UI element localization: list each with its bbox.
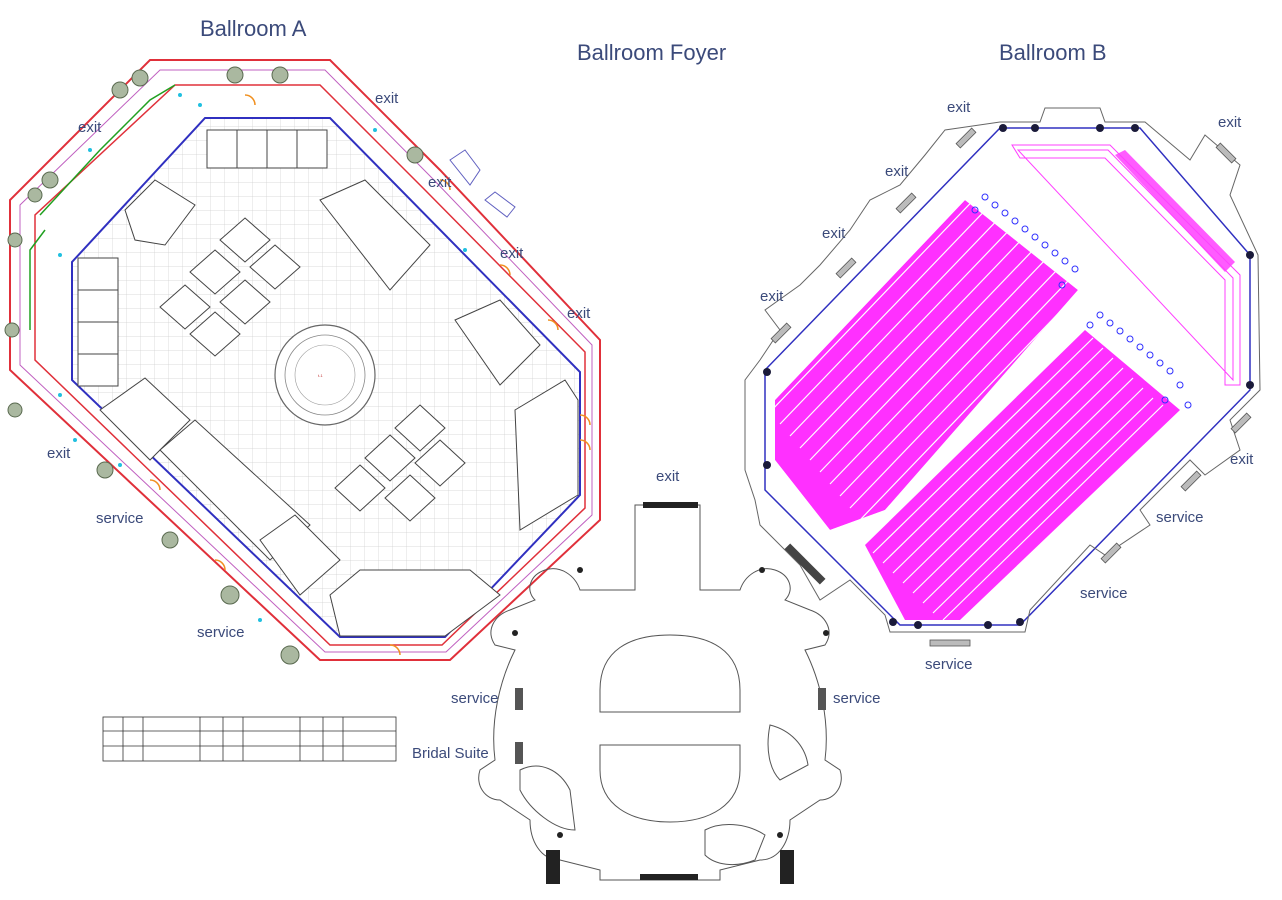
exit-label-a2: exit — [78, 119, 102, 136]
bridal-suite-label: Bridal Suite — [412, 745, 489, 762]
exit-label-b4: exit — [822, 225, 846, 242]
service-label-a1: service — [96, 510, 144, 527]
exit-label-b6: exit — [1230, 451, 1254, 468]
service-label-b2: service — [1080, 585, 1128, 602]
ballroom-a-plan: t-1 — [4, 59, 601, 665]
exit-label-foyer: exit — [656, 468, 680, 485]
legend-table — [102, 716, 397, 762]
service-label-foyer-left: service — [451, 690, 499, 707]
exit-label-a6: exit — [47, 445, 71, 462]
service-label-a2: service — [197, 624, 245, 641]
service-label-b1: service — [1156, 509, 1204, 526]
exit-label-a5: exit — [567, 305, 591, 322]
exit-label-b3: exit — [885, 163, 909, 180]
service-label-b3: service — [925, 656, 973, 673]
service-label-foyer-right: service — [833, 690, 881, 707]
exit-label-b2: exit — [1218, 114, 1242, 131]
exit-label-b5: exit — [760, 288, 784, 305]
ballroom-foyer-plan — [478, 504, 842, 881]
ballroom-foyer-title: Ballroom Foyer — [577, 40, 726, 65]
ballroom-b-plan — [744, 107, 1261, 647]
exit-label-b1: exit — [947, 99, 971, 116]
foyer-fixtures — [512, 502, 829, 884]
ballroom-b-title: Ballroom B — [999, 40, 1107, 65]
exit-label-a4: exit — [500, 245, 524, 262]
svg-text:t-1: t-1 — [318, 373, 323, 378]
ballroom-a-title: Ballroom A — [200, 16, 307, 41]
exit-label-a1: exit — [375, 90, 399, 107]
exit-label-a3: exit — [428, 174, 452, 191]
